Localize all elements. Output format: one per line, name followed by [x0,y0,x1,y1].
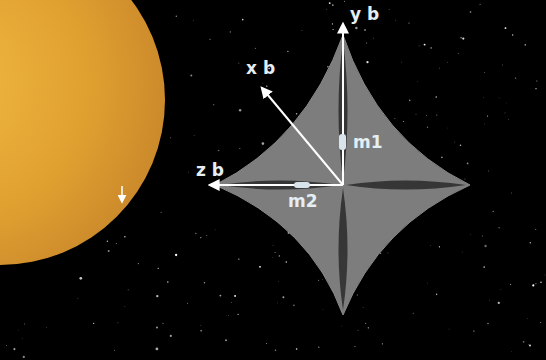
body-axes [210,24,343,185]
mass-m1 [339,134,346,150]
axis-label: y b [350,6,379,23]
sun [0,0,165,265]
mass-label: m1 [353,134,383,151]
mass-label: m2 [288,193,318,210]
mass-m2 [294,182,310,188]
axis-label: x b [246,60,275,77]
axis-label: z b [196,162,224,179]
small-arrow [121,186,123,202]
